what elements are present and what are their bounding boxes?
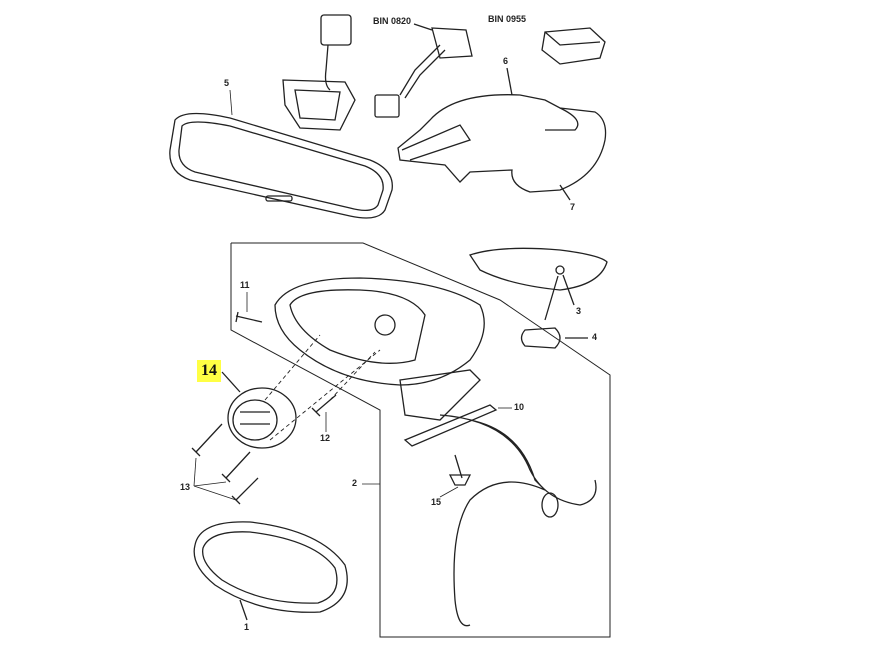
part-label-12: 12 [320, 433, 331, 443]
part-label-4: 4 [592, 332, 598, 342]
group-frame [230, 242, 611, 638]
gasket [403, 404, 498, 447]
leader-lines [193, 89, 512, 501]
bin-label-0820: BIN 0820 [373, 16, 412, 26]
part-label-14-highlighted: 14 [197, 360, 221, 382]
part-label-11: 11 [240, 280, 250, 290]
part-label-1: 1 [244, 622, 250, 632]
mirror-glass [193, 521, 348, 621]
bulb [520, 327, 588, 349]
wiring-cable [439, 414, 597, 627]
part-label-15: 15 [431, 497, 442, 507]
part-label-2: 2 [352, 478, 358, 488]
part-label-3: 3 [576, 306, 582, 316]
motor-unit [221, 371, 297, 449]
harness-bin-0820 [374, 23, 473, 118]
part-label-7: 7 [570, 202, 576, 212]
part-label-5: 5 [224, 78, 230, 88]
rear-view-mirror [169, 112, 393, 219]
mirror-mount-connector [282, 14, 356, 131]
part-label-13: 13 [180, 482, 191, 492]
puddle-lamp [468, 247, 608, 321]
mirror-cover [397, 67, 607, 201]
alignment-lines [264, 334, 381, 441]
bin-label-0955: BIN 0955 [488, 14, 527, 24]
grommet [541, 492, 559, 518]
screws [191, 311, 472, 505]
part-label-10: 10 [514, 402, 525, 412]
module-bin-0955 [541, 27, 606, 65]
door-mirror-housing [274, 277, 485, 421]
part-label-6: 6 [503, 56, 509, 66]
